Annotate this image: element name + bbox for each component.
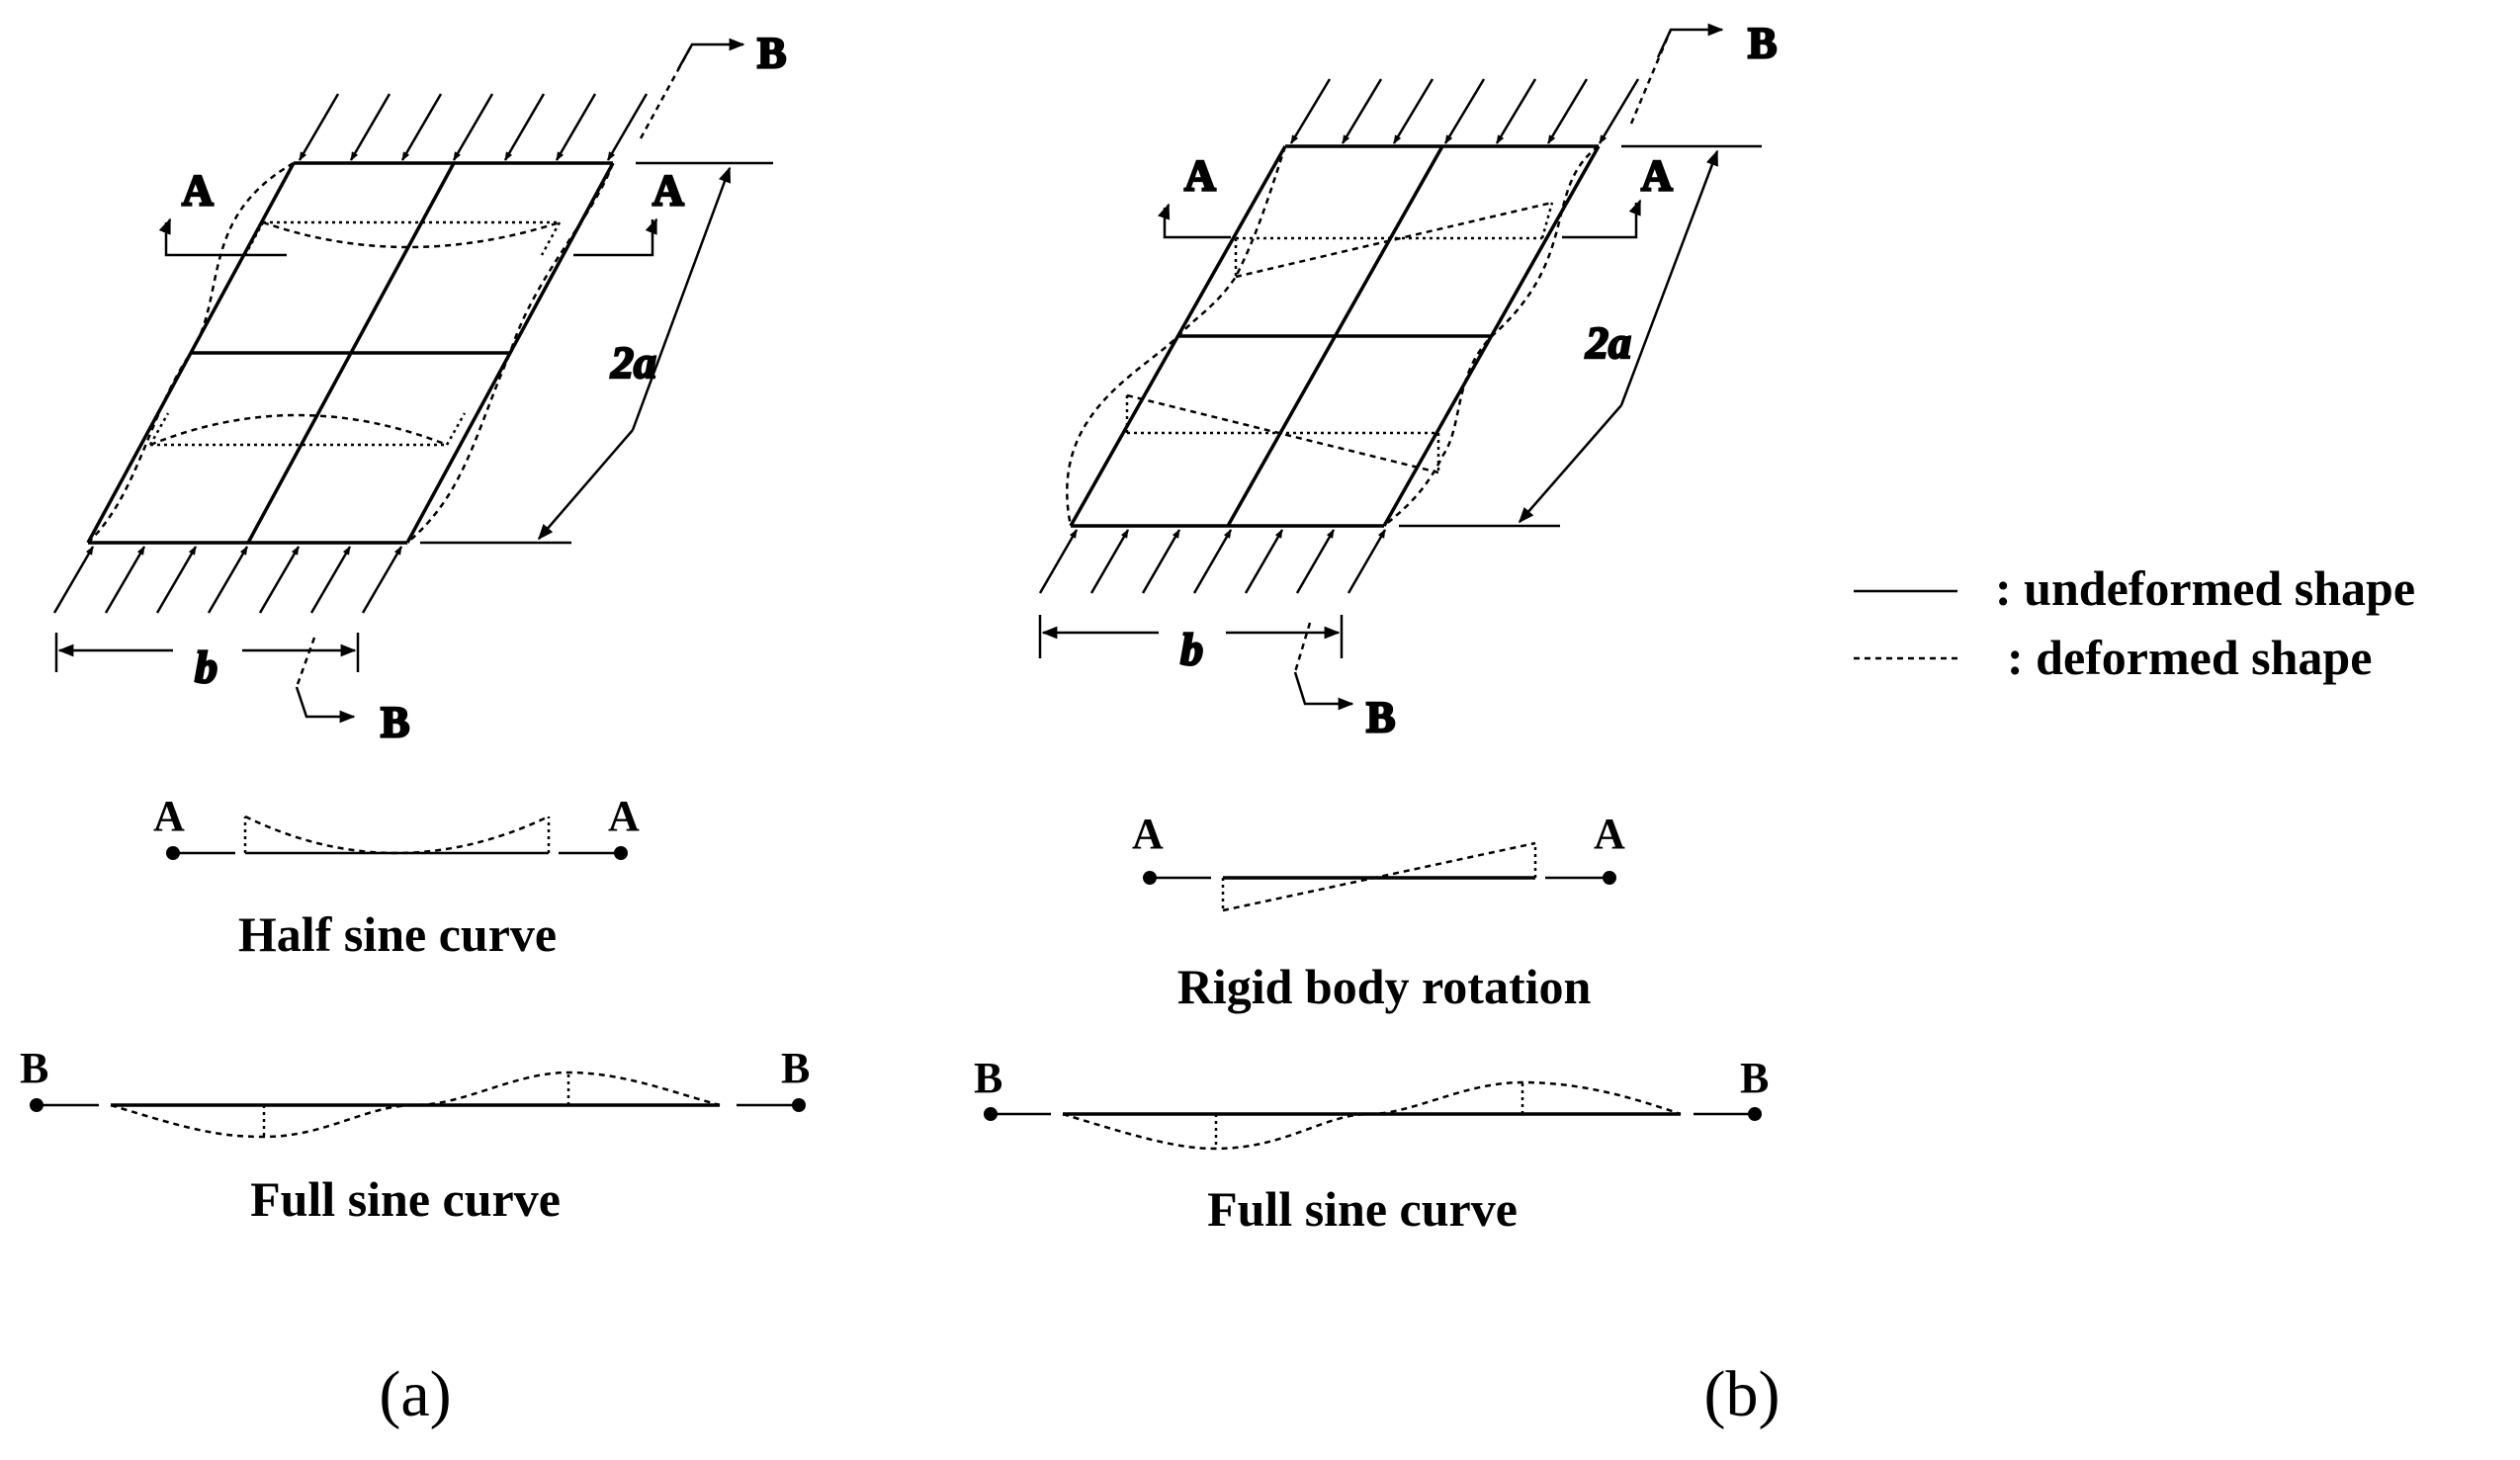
dimension-2a-b: 2a [1399, 144, 1762, 528]
svg-text:B: B [1740, 1054, 1769, 1102]
svg-text:B: B [781, 1044, 810, 1092]
svg-text:A: A [652, 166, 684, 215]
svg-text:A: A [153, 792, 185, 840]
load-arrows-b-top [1289, 78, 1640, 144]
section-b-markers-b: B B [1293, 18, 1779, 742]
svg-text:A: A [182, 166, 214, 215]
svg-text:Half sine curve: Half sine curve [238, 906, 557, 962]
legend: : undeformed shape : deformed shape [1854, 560, 2415, 685]
svg-text:2a: 2a [1585, 317, 1631, 368]
section-aa-b: A A Rigid body rotation [1132, 810, 1625, 1014]
section-a-markers-a: A A [158, 165, 685, 257]
svg-text:A: A [1184, 151, 1216, 200]
section-bb-a: B B Full sine curve [20, 1044, 810, 1227]
plate-b-undeformed [1069, 144, 1601, 528]
svg-text:Full sine curve: Full sine curve [250, 1171, 561, 1227]
svg-text:Full sine curve: Full sine curve [1207, 1181, 1518, 1237]
svg-text:B: B [757, 29, 786, 77]
load-arrows-a-top [298, 93, 649, 161]
panel-a: A A B B 2a b [20, 28, 810, 1430]
load-arrows-a-bottom [52, 546, 403, 614]
dimension-b-a: b [54, 633, 360, 693]
legend-deformed-label: : deformed shape [2007, 630, 2372, 685]
svg-text:A: A [1132, 810, 1164, 858]
dimension-b-b: b [1038, 615, 1344, 675]
svg-text:Rigid body rotation: Rigid body rotation [1177, 959, 1592, 1014]
svg-text:B: B [1748, 19, 1777, 67]
svg-text:A: A [1641, 151, 1673, 200]
plate-a-undeformed [86, 161, 615, 545]
svg-text:B: B [1366, 693, 1395, 741]
plate-b-deformed [1066, 144, 1600, 527]
section-aa-a: A A Half sine curve [153, 792, 640, 962]
svg-text:B: B [974, 1054, 1002, 1102]
svg-text:B: B [381, 698, 409, 746]
load-arrows-b-bottom [1038, 529, 1387, 594]
section-a-markers-b: A A [1158, 150, 1674, 239]
svg-text:B: B [20, 1044, 48, 1092]
panel-label-b: (b) [1704, 1358, 1781, 1430]
svg-text:b: b [195, 642, 217, 692]
section-bb-b: B B Full sine curve [974, 1054, 1769, 1237]
panel-label-a: (a) [379, 1358, 451, 1430]
svg-text:A: A [608, 792, 640, 840]
section-b-markers-a: B B [295, 28, 788, 747]
plate-a-deformed [87, 161, 615, 544]
dimension-2a-a: 2a [420, 161, 773, 545]
svg-text:A: A [1594, 810, 1625, 858]
legend-undeformed-label: : undeformed shape [1995, 560, 2415, 616]
svg-text:2a: 2a [610, 337, 656, 387]
panel-b: A A B B 2a b [974, 18, 1781, 1430]
svg-text:b: b [1180, 624, 1203, 674]
